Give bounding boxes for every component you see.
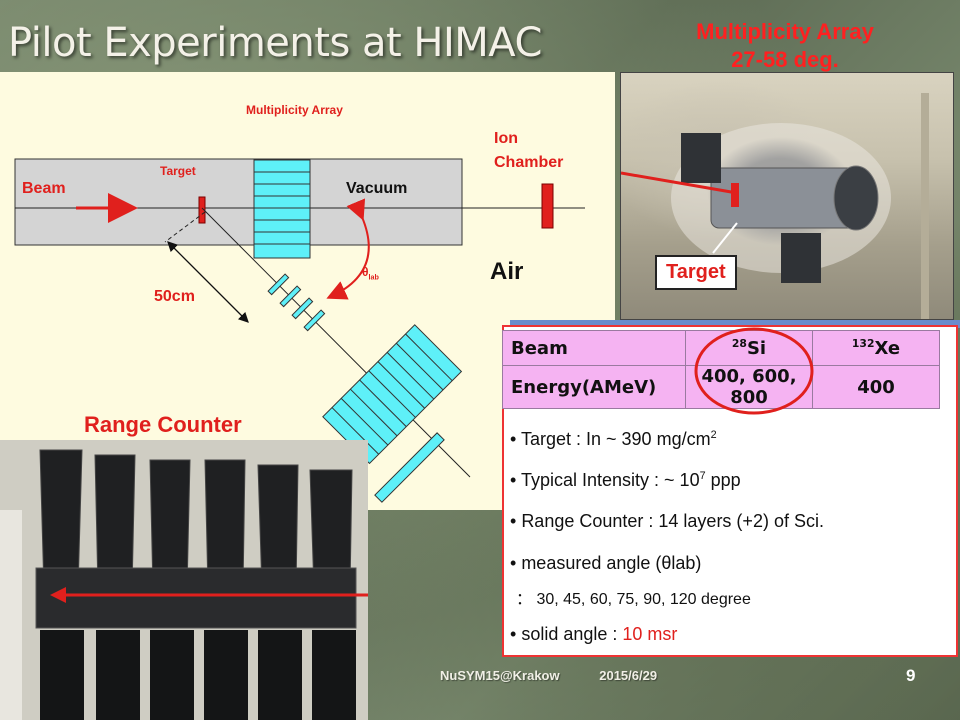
beam-label: Beam [22,180,66,197]
range-counter-photo [0,440,368,720]
multiplicity-heading-line2: 27-58 deg. [731,47,839,72]
list-item: • Range Counter : 14 layers (+2) of Sci. [510,511,824,531]
target-label: Target [160,164,196,178]
solid-angle-value: 10 msr [622,624,678,644]
range-counter-stack [322,324,463,465]
thin-detector-plates [267,273,326,332]
energy-xe-cell: 400 [812,365,940,409]
beam-xe-cell: 132Xe [812,330,940,366]
range-counter-label: Range Counter [84,412,242,437]
theta-subscript: lab [368,272,379,282]
intensity-spec: Typical Intensity : ~ 10 [520,470,700,490]
multiplicity-heading-line1: Multiplicity Array [696,19,874,44]
ion-chamber-label: Ion Chamber [494,127,563,175]
si-highlight-ellipse [694,327,814,415]
table-row: Beam 28Si 132Xe [502,330,940,366]
target-tag: Target [655,255,737,290]
list-item: • Typical Intensity : ~ 107 ppp [510,470,741,490]
footer-event: NuSYM15@Krakow [440,668,560,683]
footer-date: 2015/6/29 [599,668,658,683]
multiplicity-array-photo: Target [620,72,954,320]
beam-table: Beam 28Si 132Xe Energy(AMeV) 400, 600, 8… [502,330,940,409]
vacuum-label: Vacuum [346,180,408,197]
slide-title: Pilot Experiments at HIMAC [8,20,542,66]
setup-diagram [14,158,585,503]
ion-chamber-marker [541,183,554,229]
target-spec: Target : In ~ 390 mg/cm [520,429,711,449]
intensity-exponent: 7 [699,470,706,482]
footer: NuSYM15@Krakow 2015/6/29 [440,668,657,683]
target-marker [198,196,206,224]
back-plate [374,432,445,503]
angle-spec: measured angle (θlab) [521,553,702,573]
si-mass-number: 28 [731,337,747,350]
intensity-unit: ppp [705,470,741,490]
multiplicity-array [253,159,311,259]
multiplicity-array-photo-drawing [621,93,929,319]
theta-lab-label: θlab [362,265,379,281]
xe-mass-number: 132 [851,337,875,350]
angle-values: ： 30, 45, 60, 75, 90, 120 degree [516,591,751,608]
vacuum-chamber [14,158,463,246]
page-number: 9 [906,666,916,685]
energy-label-cell: Energy(AMeV) [502,365,686,409]
target-spec-exponent: 2 [710,429,717,441]
xe-symbol: Xe [874,338,901,359]
distance-arrow [167,241,249,323]
setup-diagram-panel: Multiplicity Array Ion Chamber Target Be… [0,72,615,510]
theta-symbol: θ [362,265,369,279]
solid-angle-spec: solid angle : [521,624,623,644]
list-item: • solid angle : 10 msr [510,624,678,644]
si-symbol: Si [746,338,767,359]
info-box-shadow [510,320,960,328]
beam-label-cell: Beam [502,330,686,366]
distance-label: 50cm [154,288,195,305]
range-counter-spec: Range Counter : 14 layers (+2) of Sci. [521,511,824,531]
ion-chamber-label-line2: Chamber [494,154,564,171]
theta-arc [326,198,370,300]
list-item: • Target : In ~ 390 mg/cm2 [510,429,717,449]
multiplicity-array-label: Multiplicity Array [246,103,343,117]
list-item: • measured angle (θlab) [510,553,702,573]
air-label: Air [490,258,524,285]
ion-chamber-label-line1: Ion [494,130,518,147]
range-counter-photo-drawing [0,440,368,720]
multiplicity-heading: Multiplicity Array 27-58 deg. [650,18,920,74]
table-row: Energy(AMeV) 400, 600, 800 400 [502,365,940,409]
